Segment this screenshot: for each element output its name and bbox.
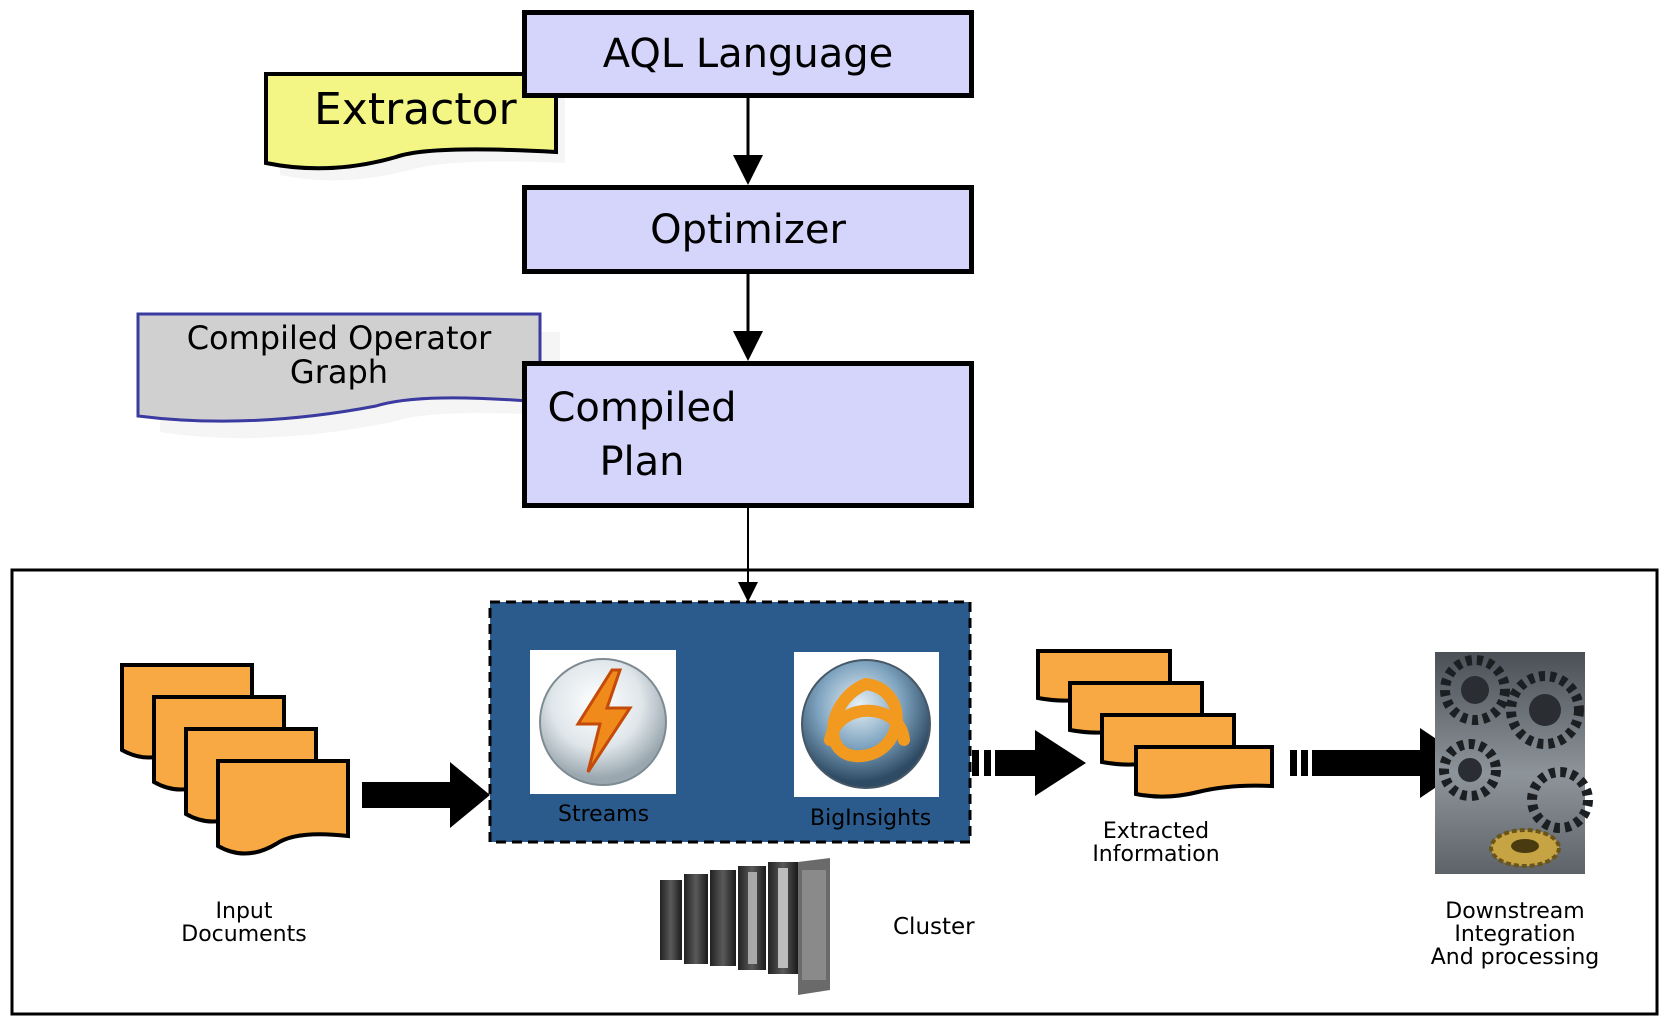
biginsights-logo [794, 652, 939, 797]
extracted-line2: Information [1092, 842, 1220, 868]
gears-image [1435, 652, 1593, 874]
compiled-plan-box: Compiled Plan [522, 361, 974, 508]
server-cluster-icon [660, 858, 830, 995]
operator-graph-callout-shape [136, 312, 542, 423]
downstream-label: Downstream Integration And processing [1420, 900, 1610, 969]
extracted-information-label: Extracted Information [1076, 820, 1236, 866]
extracted-information-stack [1036, 649, 1274, 799]
runtime-frame [10, 568, 1659, 1016]
optimizer-box: Optimizer [522, 185, 974, 274]
streams-logo [530, 650, 676, 794]
streams-label: Streams [558, 802, 650, 827]
input-line2: Documents [181, 922, 307, 948]
input-documents-stack [120, 663, 350, 856]
extracted-line1: Extracted [1102, 819, 1210, 844]
cluster-label: Cluster [893, 914, 975, 940]
aql-language-label: AQL Language [602, 31, 894, 77]
operator-graph-line2: Graph [289, 352, 389, 391]
optimizer-label: Optimizer [650, 206, 846, 253]
aql-language-box: AQL Language [522, 10, 974, 98]
downstream-line3: And processing [1430, 945, 1600, 971]
biginsights-label: BigInsights [810, 806, 932, 831]
operator-graph-line1: Compiled Operator [186, 319, 492, 357]
compiled-operator-graph-label: Compiled Operator Graph [158, 319, 520, 391]
arrow-runtime-to-extracted [972, 730, 1086, 796]
compiled-plan-title: Compiled Plan [527, 381, 757, 489]
compiled-plan-line2: Plan [599, 438, 685, 485]
extractor-callout-shape [264, 72, 558, 171]
compiled-plan-line1: Compiled [547, 384, 737, 431]
arrow-input-to-runtime [362, 762, 490, 828]
input-line1: Input [215, 899, 273, 924]
extractor-label: Extractor [314, 84, 517, 135]
downstream-line1: Downstream [1445, 899, 1585, 924]
input-documents-label: Input Documents [160, 900, 328, 946]
downstream-line2: Integration [1454, 922, 1576, 948]
